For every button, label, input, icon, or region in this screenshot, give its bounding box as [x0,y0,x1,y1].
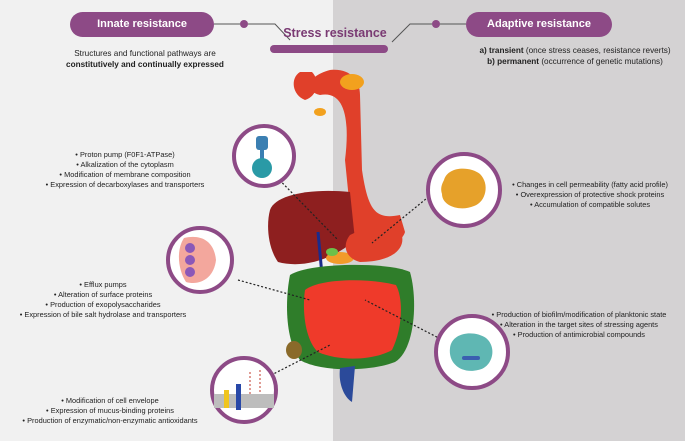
biofilm-list: Production of biofilm/modification of pl… [476,310,682,340]
proton-item: Modification of membrane composition [10,170,240,180]
permeability-item: Changes in cell permeability (fatty acid… [500,180,680,190]
innate-resistance-pill: Innate resistance [70,12,214,37]
biofilm-item: Alteration in the target sites of stress… [476,320,682,330]
efflux-cell-icon [178,236,216,284]
cell-envelope-circle [210,356,278,424]
permanent-label: b) permanent [487,57,540,66]
innate-description: Structures and functional pathways are c… [10,48,280,70]
cell-envelope-icon [214,370,274,410]
proton-item: Alkalization of the cytoplasm [10,160,240,170]
permeability-list: Changes in cell permeability (fatty acid… [500,180,680,210]
innate-description-line2: constitutively and continually expressed [66,60,224,69]
biofilm-circle [434,314,510,390]
biofilm-item: Production of biofilm/modification of pl… [476,310,682,320]
envelope-item: Modification of cell envelope [10,396,210,406]
innate-description-line1: Structures and functional pathways are [74,49,216,58]
efflux-item: Alteration of surface proteins [8,290,198,300]
cell-permeability-circle [426,152,502,228]
biofilm-item: Production of antimicrobial compounds [476,330,682,340]
efflux-pump-circle [166,226,234,294]
proton-item: Proton pump (F0F1-ATPase) [10,150,240,160]
proton-pump-circle [232,124,296,188]
efflux-item: Production of exopolysaccharides [8,300,198,310]
adaptive-description: a) transient (once stress ceases, resist… [470,45,680,67]
envelope-item: Production of enzymatic/non-enzymatic an… [10,416,210,426]
transient-text: (once stress ceases, resistance reverts) [525,46,671,55]
adaptive-resistance-pill: Adaptive resistance [466,12,612,37]
efflux-item: Expression of bile salt hydrolase and tr… [8,310,198,320]
stress-resistance-bar [270,45,388,53]
stress-resistance-title: Stress resistance [283,26,387,40]
permeability-item: Accumulation of compatible solutes [500,200,680,210]
proton-pump-icon [252,136,272,178]
efflux-item: Efflux pumps [8,280,198,290]
envelope-item: Expression of mucus-binding proteins [10,406,210,416]
permeability-item: Overexpression of protective shock prote… [500,190,680,200]
efflux-list: Efflux pumps Alteration of surface prote… [8,280,198,320]
proton-item: Expression of decarboxylases and transpo… [10,180,240,190]
biofilm-icon [449,333,493,371]
transient-label: a) transient [479,46,524,55]
proton-pump-list: Proton pump (F0F1-ATPase) Alkalization o… [10,150,240,190]
permanent-text: (occurrence of genetic mutations) [541,57,663,66]
envelope-list: Modification of cell envelope Expression… [10,396,210,426]
permeability-cell-icon [441,168,486,209]
